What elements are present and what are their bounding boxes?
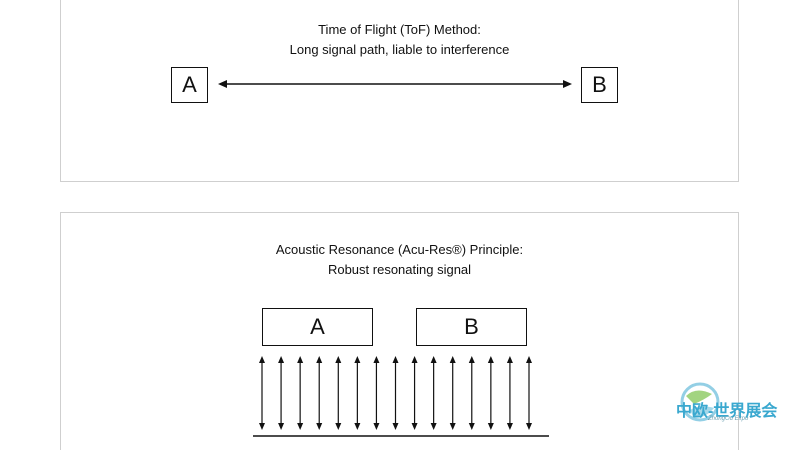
resonance-arrow — [526, 356, 532, 430]
resonance-arrow — [468, 356, 475, 430]
resonance-arrow — [392, 356, 399, 430]
acures-box-a-label: A — [310, 314, 325, 339]
resonance-arrowhead-down — [468, 423, 475, 430]
tof-title: Time of Flight (ToF) Method: — [318, 22, 481, 37]
resonance-arrowhead-down — [278, 423, 285, 430]
resonance-arrowhead-down — [487, 423, 494, 430]
resonance-arrowhead-down — [430, 423, 437, 430]
resonance-arrowhead-down — [316, 423, 323, 430]
tof-box-a: A — [171, 67, 208, 103]
acures-arrow-diagram — [253, 356, 549, 437]
resonance-arrow — [259, 356, 265, 430]
zhongou-expo-watermark: 中欧-世界展会 ZhongOu Expo — [656, 378, 780, 434]
resonance-arrowhead-up — [430, 356, 437, 363]
watermark-subtext: ZhongOu Expo — [708, 416, 749, 422]
resonance-arrowhead-down — [506, 423, 513, 430]
resonance-arrowhead-up — [354, 356, 361, 363]
tof-panel: Time of Flight (ToF) Method: Long signal… — [60, 0, 739, 182]
resonance-arrowhead-up — [335, 356, 342, 363]
resonance-arrowhead-down — [373, 423, 380, 430]
resonance-arrowhead-up — [526, 356, 532, 363]
tof-arrow-diagram — [218, 80, 572, 88]
watermark-text: 中欧-世界展会 — [676, 403, 778, 420]
acures-box-a: A — [262, 308, 373, 346]
resonance-arrow — [297, 356, 304, 430]
resonance-arrowhead-up — [468, 356, 475, 363]
globe-icon — [680, 382, 720, 422]
resonance-arrowhead-up — [316, 356, 323, 363]
acures-caption: Acoustic Resonance (Acu-Res®) Principle:… — [61, 240, 738, 280]
resonance-arrow — [316, 356, 323, 430]
resonance-arrow — [354, 356, 361, 430]
resonance-arrowhead-up — [487, 356, 494, 363]
tof-caption: Time of Flight (ToF) Method: Long signal… — [61, 20, 738, 60]
resonance-arrowhead-up — [259, 356, 265, 363]
resonance-arrowhead-down — [411, 423, 418, 430]
resonance-arrowhead-up — [392, 356, 399, 363]
resonance-arrowhead-down — [354, 423, 361, 430]
resonance-arrowhead-up — [278, 356, 285, 363]
resonance-arrowhead-down — [449, 423, 456, 430]
resonance-arrowhead-up — [411, 356, 418, 363]
resonance-arrowhead-up — [449, 356, 456, 363]
resonance-arrow — [506, 356, 513, 430]
resonance-arrowhead-down — [526, 423, 532, 430]
resonance-arrow — [411, 356, 418, 430]
resonance-arrow — [487, 356, 494, 430]
tof-box-a-label: A — [182, 72, 197, 97]
acures-subtitle: Robust resonating signal — [327, 262, 472, 277]
resonance-arrowhead-up — [297, 356, 304, 363]
resonance-arrow — [449, 356, 456, 430]
resonance-arrow — [278, 356, 285, 430]
acures-box-b: B — [416, 308, 527, 346]
tof-subtitle: Long signal path, liable to interference — [289, 42, 510, 57]
tof-box-b: B — [581, 67, 618, 103]
tof-arrowhead-right — [563, 80, 572, 88]
resonance-arrowhead-down — [259, 423, 265, 430]
resonance-arrowhead-down — [392, 423, 399, 430]
resonance-arrowhead-up — [506, 356, 513, 363]
tof-arrowhead-left — [218, 80, 227, 88]
resonance-arrowhead-down — [297, 423, 304, 430]
acures-title: Acoustic Resonance (Acu-Res®) Principle: — [275, 242, 524, 257]
acures-box-b-label: B — [464, 314, 479, 339]
resonance-arrowhead-up — [373, 356, 380, 363]
tof-box-b-label: B — [592, 72, 607, 97]
resonance-arrowhead-down — [335, 423, 342, 430]
resonance-arrow — [430, 356, 437, 430]
resonance-arrow — [373, 356, 380, 430]
resonance-arrow — [335, 356, 342, 430]
acures-panel: Acoustic Resonance (Acu-Res®) Principle:… — [60, 212, 739, 450]
